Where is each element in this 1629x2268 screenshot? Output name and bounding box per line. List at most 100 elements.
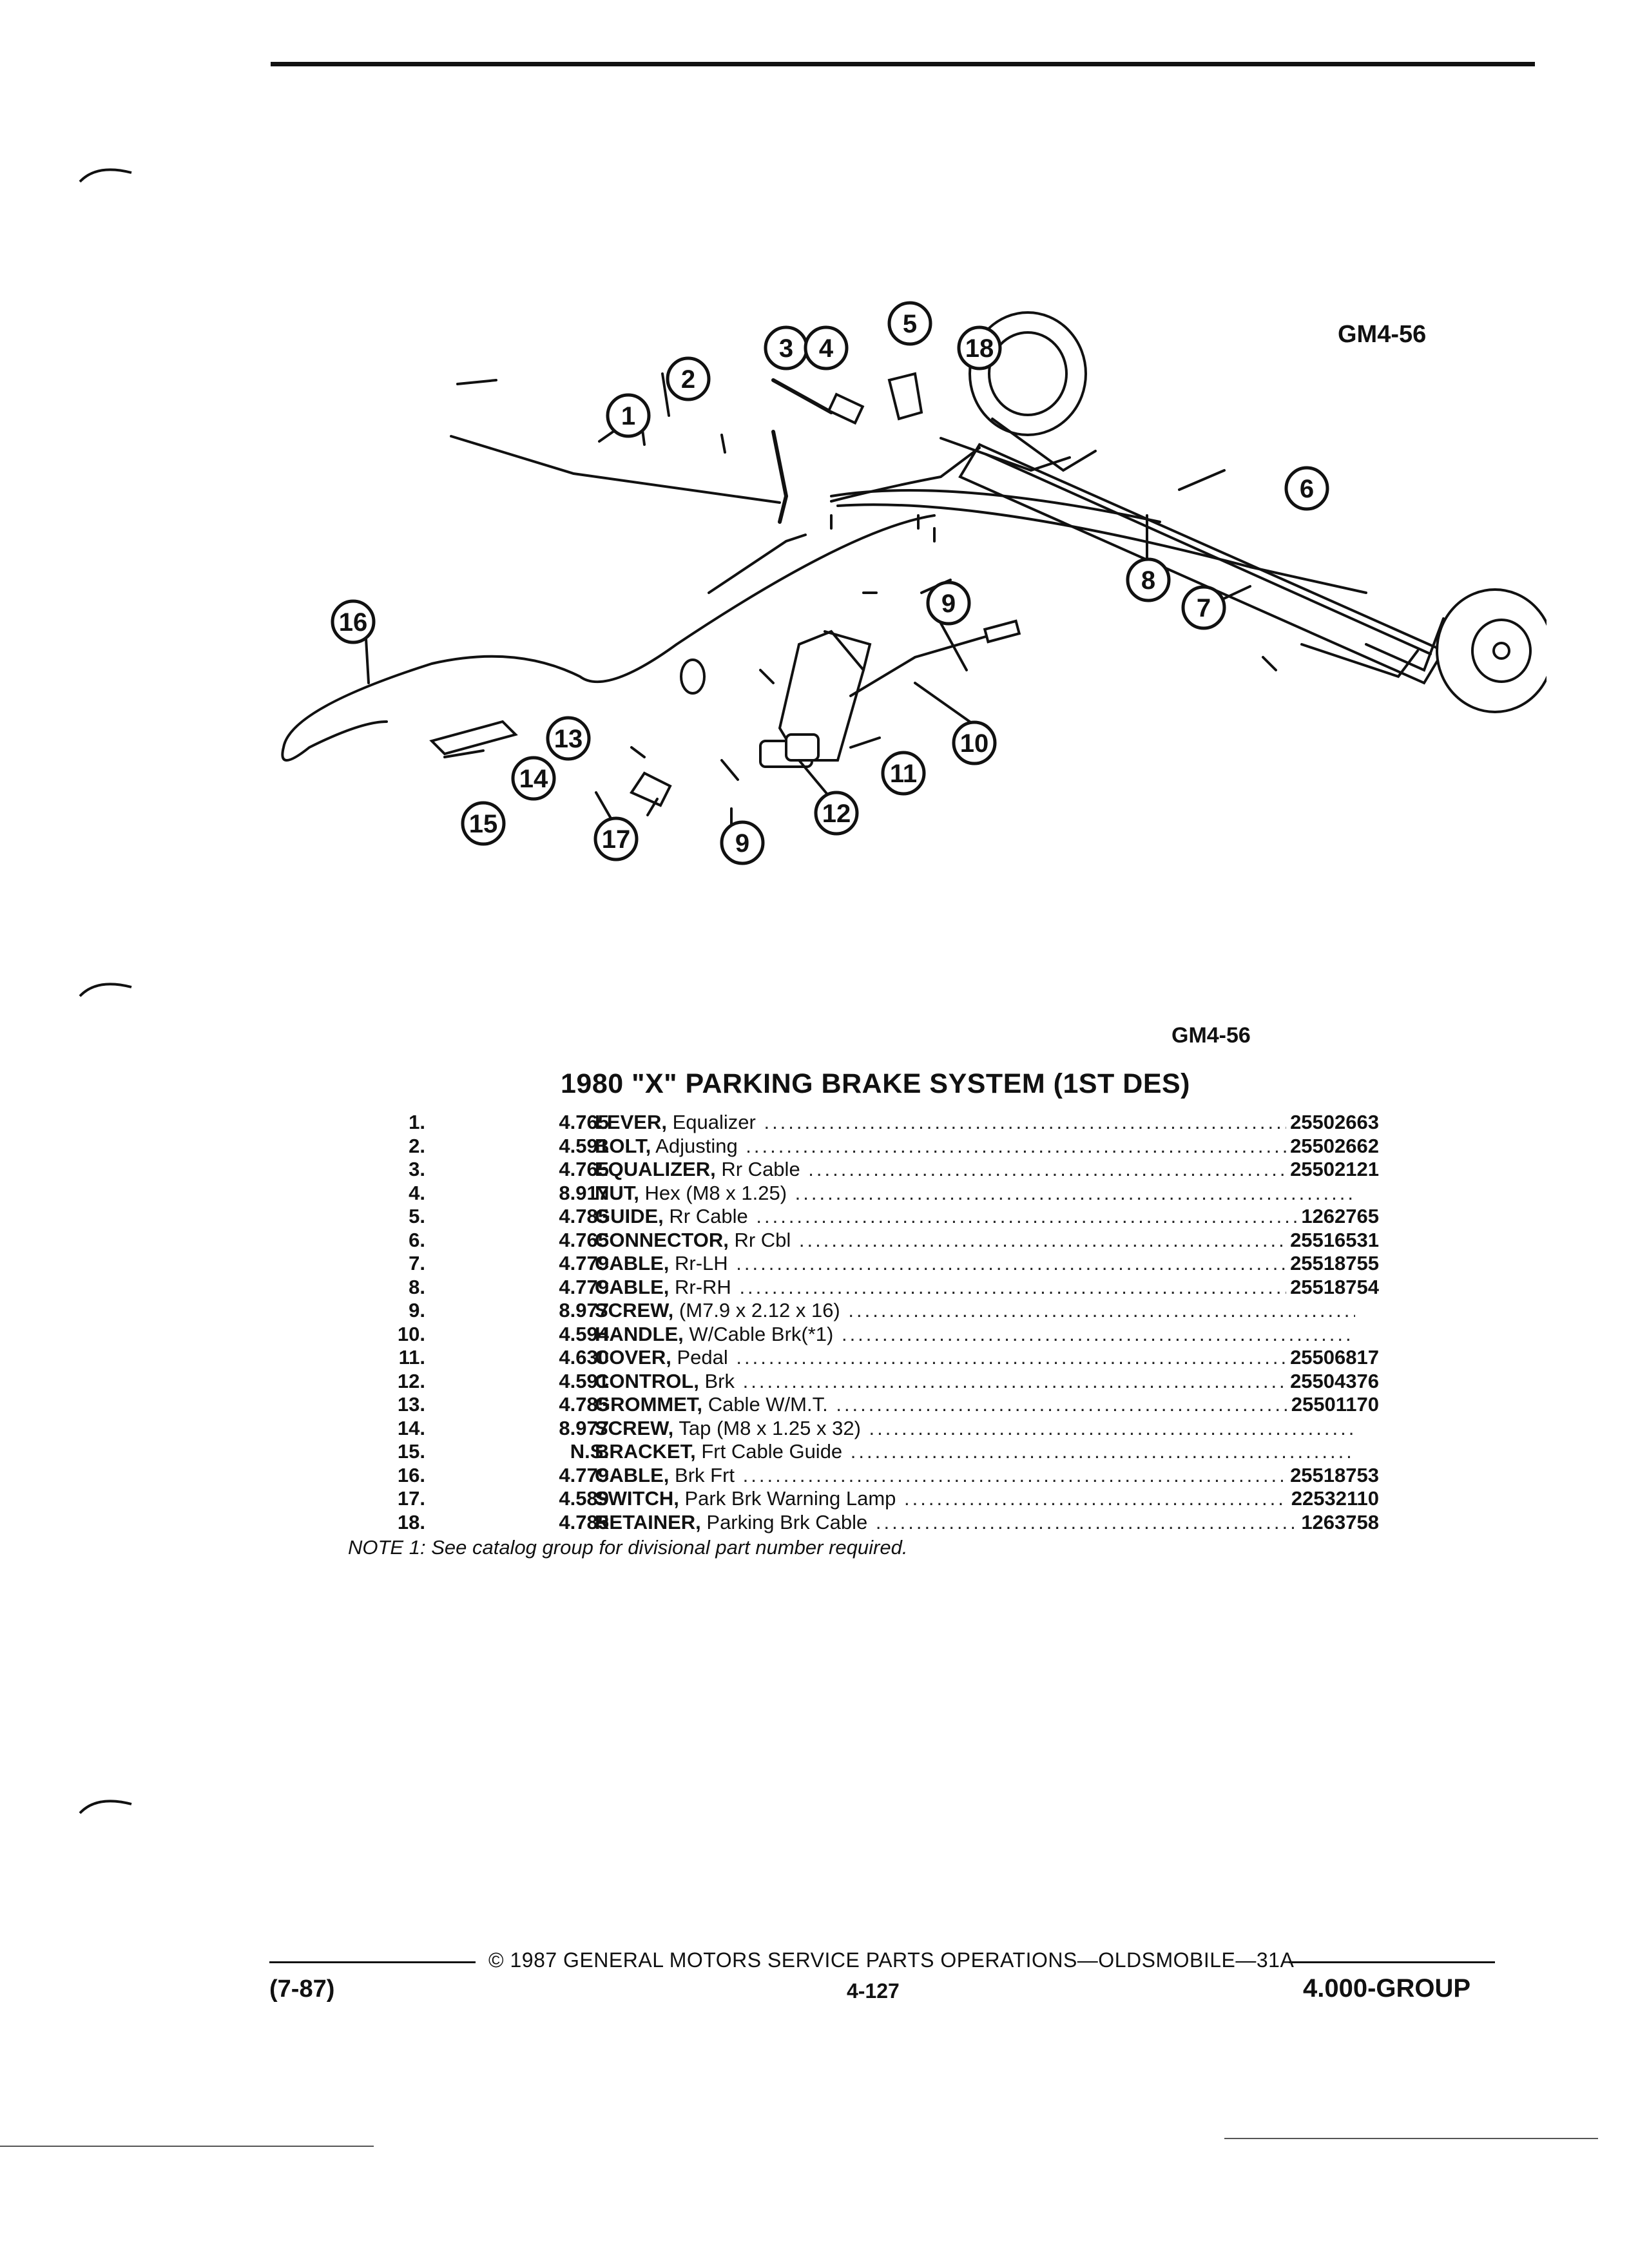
part-detail: Park Brk Warning Lamp	[684, 1487, 896, 1510]
part-detail: Brk Frt	[675, 1463, 735, 1486]
part-group-number: 4.785	[559, 1393, 609, 1416]
part-name: SCREW,	[595, 1299, 674, 1321]
part-group-number: 4.765	[559, 1228, 609, 1251]
leader-dots: ........................................…	[850, 1440, 1355, 1463]
part-name: HANDLE,	[595, 1322, 684, 1345]
part-group-number: 8.977	[559, 1416, 609, 1439]
leader-dots: ........................................…	[736, 1252, 1355, 1274]
leader-dots: ........................................…	[795, 1181, 1355, 1204]
part-group-number: 4.591	[559, 1369, 609, 1392]
part-number: 1262765	[1297, 1205, 1379, 1228]
callout-9-top-label: 9	[941, 590, 956, 618]
callout-4: 4	[804, 325, 849, 370]
callout-13: 13	[546, 716, 591, 761]
footnote: NOTE 1: See catalog group for divisional…	[348, 1536, 908, 1559]
callout-8: 8	[1126, 557, 1171, 602]
part-group-number: N.S.	[570, 1440, 609, 1463]
part-detail: Equalizer	[672, 1111, 756, 1133]
part-index: 17.	[397, 1487, 425, 1510]
callout-16: 16	[331, 599, 376, 644]
callout-3-label: 3	[779, 334, 793, 363]
part-group-number: 4.785	[559, 1205, 609, 1227]
part-row: 15.N.S.BRACKET, Frt Cable Guide ........…	[335, 1440, 1379, 1464]
part-number: 25504376	[1286, 1369, 1379, 1393]
part-number: 25502662	[1286, 1134, 1379, 1158]
copyright-line: © 1987 GENERAL MOTORS SERVICE PARTS OPER…	[488, 1948, 1295, 1972]
part-index: 2.	[409, 1134, 425, 1157]
part-description: CABLE, Rr-RH ...........................…	[595, 1276, 1355, 1299]
part-description: CONTROL, Brk ...........................…	[595, 1370, 1355, 1393]
part-description: RETAINER, Parking Brk Cable ............…	[595, 1511, 1355, 1534]
part-index: 10.	[397, 1322, 425, 1345]
callout-10-label: 10	[960, 729, 989, 758]
leader-dots: ........................................…	[848, 1299, 1355, 1321]
figure-code: GM4-56	[1338, 321, 1427, 348]
part-name: EQUALIZER,	[595, 1158, 716, 1180]
part-description: CABLE, Brk Frt .........................…	[595, 1464, 1355, 1487]
part-number: 1263758	[1297, 1510, 1379, 1534]
part-detail: Adjusting	[655, 1134, 738, 1157]
callout-17: 17	[593, 816, 639, 861]
callout-10: 10	[952, 720, 997, 765]
part-description: SWITCH, Park Brk Warning Lamp ..........…	[595, 1487, 1355, 1510]
callout-12: 12	[814, 791, 859, 836]
group-label: 4.000-GROUP	[1303, 1974, 1471, 2003]
part-name: BRACKET,	[595, 1440, 696, 1463]
part-detail: Parking Brk Cable	[706, 1510, 868, 1533]
part-detail: Rr Cbl	[734, 1228, 791, 1251]
part-name: CABLE,	[595, 1463, 670, 1486]
hole-mark-bottom	[79, 1800, 132, 1814]
callout-11: 11	[881, 751, 926, 796]
callout-1: 1	[606, 393, 651, 438]
part-description: BRACKET, Frt Cable Guide ...............…	[595, 1440, 1355, 1463]
part-group-number: 4.785	[559, 1510, 609, 1533]
callout-9-bottom: 9	[720, 820, 765, 865]
bottom-edge-line-left	[0, 2146, 374, 2147]
part-description: SCREW, (M7.9 x 2.12 x 16) ..............…	[595, 1299, 1355, 1322]
part-description: NUT, Hex (M8 x 1.25) ...................…	[595, 1182, 1355, 1205]
footer-rule-left	[269, 1961, 476, 1963]
part-index: 5.	[409, 1205, 425, 1227]
part-group-number: 8.917	[559, 1181, 609, 1204]
part-name: RETAINER,	[595, 1510, 701, 1533]
hole-mark-top	[79, 168, 132, 183]
part-number: 25502663	[1286, 1111, 1379, 1134]
part-index: 11.	[398, 1346, 425, 1369]
bottom-edge-line-right	[1224, 2138, 1598, 2139]
top-rule	[271, 62, 1535, 66]
leader-dots: ........................................…	[746, 1134, 1355, 1157]
part-number: 25518754	[1286, 1275, 1379, 1299]
callout-5-label: 5	[903, 310, 917, 338]
part-group-number: 4.779	[559, 1252, 609, 1274]
part-detail: Pedal	[677, 1346, 728, 1369]
part-name: COVER,	[595, 1346, 671, 1369]
part-index: 7.	[409, 1252, 425, 1274]
part-index: 18.	[397, 1510, 425, 1533]
part-detail: (M7.9 x 2.12 x 16)	[679, 1299, 840, 1321]
part-name: BOLT,	[595, 1134, 651, 1157]
part-name: NUT,	[595, 1181, 639, 1204]
revision-date: (7-87)	[269, 1975, 335, 2003]
part-description: EQUALIZER, Rr Cable ....................…	[595, 1158, 1355, 1181]
part-index: 13.	[397, 1393, 425, 1416]
part-number: 25506817	[1286, 1346, 1379, 1369]
part-index: 12.	[397, 1369, 425, 1392]
callout-4-label: 4	[819, 334, 834, 363]
leader-dots: ........................................…	[742, 1369, 1355, 1392]
callout-15-label: 15	[469, 810, 498, 838]
part-group-number: 4.594	[559, 1322, 609, 1345]
callout-1-label: 1	[621, 402, 635, 430]
callout-18: 18	[957, 325, 1002, 370]
part-name: GROMMET,	[595, 1393, 703, 1416]
part-detail: Rr Cable	[721, 1158, 800, 1180]
part-detail: Tap (M8 x 1.25 x 32)	[679, 1416, 861, 1439]
part-detail: Frt Cable Guide	[701, 1440, 843, 1463]
